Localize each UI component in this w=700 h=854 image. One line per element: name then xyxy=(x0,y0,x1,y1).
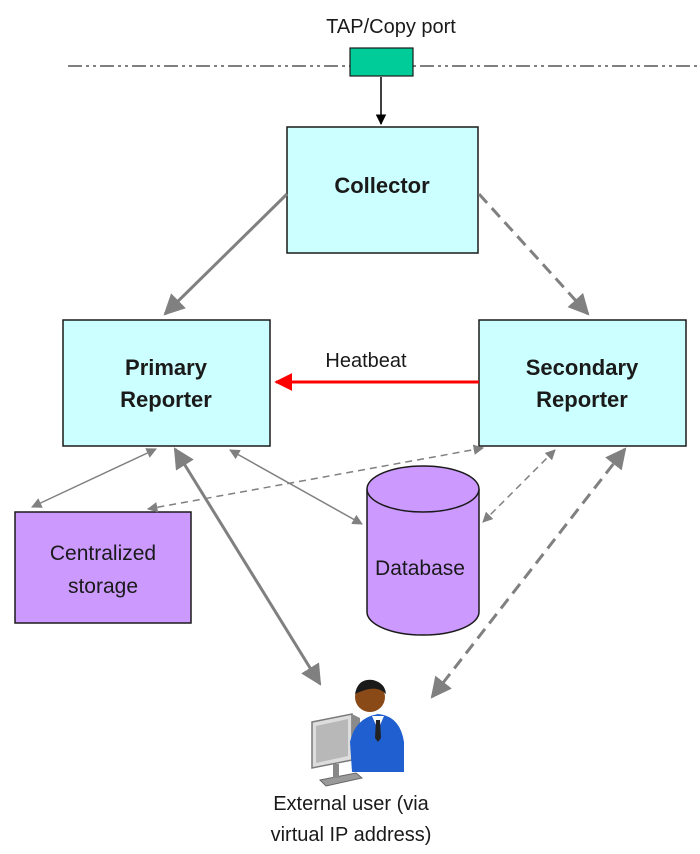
svg-text:Collector: Collector xyxy=(334,173,430,198)
collector-to-secondary-arrow xyxy=(477,192,590,316)
database-cylinder: Database xyxy=(366,465,480,636)
tap-label: TAP/Copy port xyxy=(326,16,456,38)
user-computer-icon xyxy=(311,679,404,787)
secondary-database-link xyxy=(482,449,556,523)
svg-text:Reporter: Reporter xyxy=(120,387,212,412)
primary-storage-link xyxy=(31,448,157,508)
centralized-storage-box: Centralized storage xyxy=(14,511,192,624)
svg-text:Database: Database xyxy=(375,557,465,580)
user-label-line2: virtual IP address) xyxy=(271,824,432,846)
primary-reporter-box: Primary Reporter xyxy=(62,319,271,447)
collector-to-primary-arrow xyxy=(163,192,289,316)
collector-box: Collector xyxy=(286,126,479,254)
secondary-reporter-box: Secondary Reporter xyxy=(478,319,687,447)
svg-text:Primary: Primary xyxy=(125,355,208,380)
secondary-user-link xyxy=(430,447,627,699)
primary-database-link xyxy=(229,449,363,525)
tap-port xyxy=(349,47,414,77)
user-label-line1: External user (via xyxy=(273,793,429,815)
heartbeat-label: Heatbeat xyxy=(325,350,407,372)
svg-text:storage: storage xyxy=(68,575,138,598)
primary-user-link xyxy=(173,447,322,686)
svg-text:Centralized: Centralized xyxy=(50,542,156,565)
svg-text:Secondary: Secondary xyxy=(526,355,639,380)
svg-text:Reporter: Reporter xyxy=(536,387,628,412)
